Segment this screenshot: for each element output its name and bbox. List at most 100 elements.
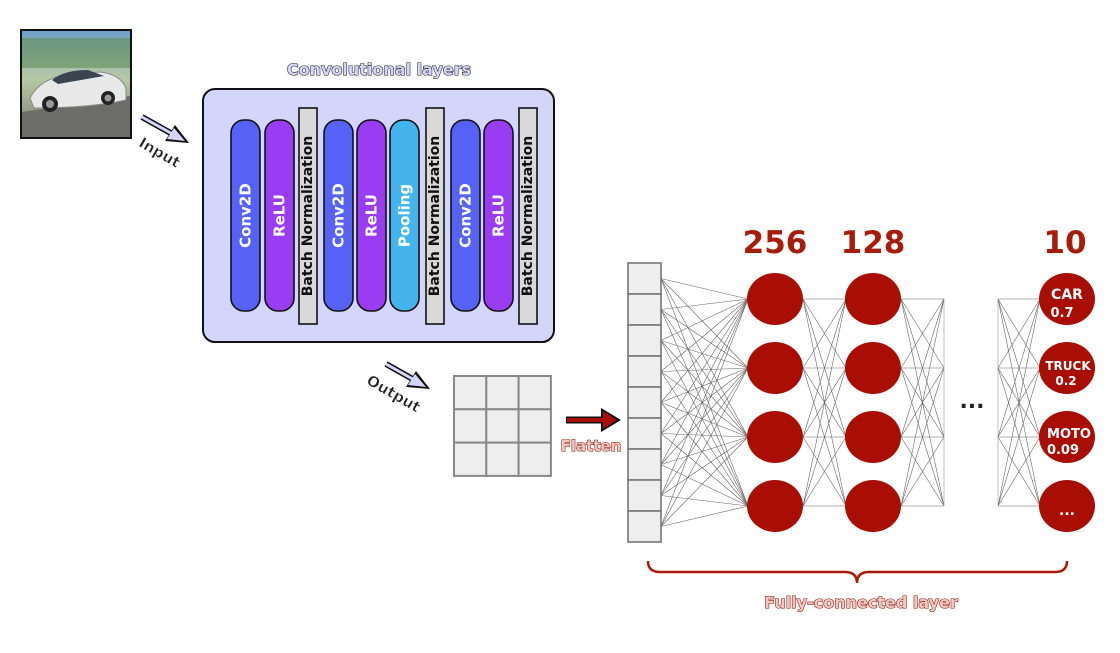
grid-cell — [453, 375, 488, 411]
layer-label: Batch Normalization — [427, 136, 443, 297]
layer-label: Conv2D — [237, 183, 255, 248]
conv-layer-relu: ReLU — [483, 119, 514, 312]
fc-label: Fully-connected layer — [764, 593, 958, 612]
edge — [660, 367, 749, 527]
grid-cell — [517, 441, 552, 477]
conv-layer-pool: Pooling — [389, 119, 420, 312]
layer-block — [356, 119, 387, 312]
layer-label: Batch Normalization — [520, 136, 536, 297]
edge — [997, 298, 1041, 438]
flatten-cell — [627, 293, 662, 326]
layer-label: ReLU — [271, 194, 289, 237]
edge — [660, 309, 749, 369]
edge — [660, 298, 749, 527]
conv-layer-relu: ReLU — [356, 119, 387, 312]
flatten-label: Flatten — [561, 437, 622, 455]
neuron-256 — [747, 342, 803, 394]
conv-layer-conv: Conv2D — [450, 119, 481, 312]
edge — [802, 436, 847, 507]
edge — [900, 298, 945, 438]
edge — [802, 298, 847, 507]
conv-layer-bn: Batch Normalization — [518, 107, 538, 325]
input-arrow — [140, 114, 189, 143]
flatten-vector — [627, 262, 662, 543]
neuron-128 — [845, 342, 901, 394]
edge — [660, 402, 749, 507]
feature-map-grid — [453, 375, 552, 477]
edge — [802, 298, 847, 369]
input-image — [20, 29, 132, 139]
neuron-256 — [747, 480, 803, 532]
edge — [660, 436, 749, 496]
grid-cell — [517, 375, 552, 411]
output-class-more: ... — [1059, 503, 1075, 519]
layer-block — [425, 107, 445, 325]
edge — [660, 433, 749, 438]
edge — [660, 436, 749, 527]
grid-cell — [485, 375, 520, 411]
flatten-cell — [627, 355, 662, 388]
layer-block — [264, 119, 295, 312]
edge — [660, 367, 749, 434]
edge — [660, 309, 749, 438]
fc-neurons — [747, 273, 1095, 532]
grid-cell — [517, 408, 552, 444]
flatten-cell — [627, 448, 662, 481]
edge — [660, 464, 749, 507]
layer-block — [389, 119, 420, 312]
flatten-arrow — [566, 408, 621, 432]
edge — [660, 298, 749, 496]
neuron-128 — [845, 273, 901, 325]
edge — [660, 278, 749, 369]
edge — [660, 433, 749, 507]
layer-block — [298, 107, 318, 325]
conv-layer-bn: Batch Normalization — [425, 107, 445, 325]
edge — [900, 298, 945, 507]
layer-label: Batch Normalization — [300, 136, 316, 297]
class-name: ... — [1059, 503, 1075, 519]
layer-label: Pooling — [396, 184, 414, 247]
edge — [660, 298, 749, 403]
edge — [660, 367, 749, 403]
class-prob: 0.09 — [1047, 443, 1079, 458]
edge — [900, 367, 945, 507]
conv-layer-bn: Batch Normalization — [298, 107, 318, 325]
layers-ellipsis: ... — [959, 389, 984, 414]
edge — [660, 298, 749, 372]
layer-label: Conv2D — [457, 183, 475, 248]
neuron-out — [1039, 342, 1095, 394]
neuron-256 — [747, 273, 803, 325]
edge — [660, 402, 749, 438]
flatten-cell — [627, 479, 662, 512]
layer-block — [518, 107, 538, 325]
edge — [802, 298, 847, 438]
output-class-truck: TRUCK 0.2 — [1045, 359, 1091, 388]
edge — [660, 495, 749, 507]
edge — [660, 371, 749, 507]
class-name: CAR — [1051, 287, 1083, 303]
conv-layer-relu: ReLU — [264, 119, 295, 312]
conv-layer-stack: Conv2D ReLU Batch Normalization Conv2D ReLU P… — [230, 107, 538, 325]
neuron-128 — [845, 480, 901, 532]
edge — [660, 371, 749, 438]
layer-label: ReLU — [363, 194, 381, 237]
flatten-cell — [627, 262, 662, 295]
class-name: TRUCK — [1045, 359, 1091, 373]
neuron-out — [1039, 480, 1095, 532]
edge — [660, 367, 749, 465]
edge — [660, 278, 749, 507]
layer-label: Conv2D — [330, 183, 348, 248]
fc-size-128: 128 — [841, 225, 906, 261]
fc-brace — [646, 560, 1069, 584]
edge — [660, 367, 749, 372]
output-class-moto: MOTO 0.09 — [1047, 427, 1091, 458]
edge — [997, 367, 1041, 507]
flatten-cell — [627, 324, 662, 357]
fc-size-10: 10 — [1043, 225, 1086, 261]
edge — [660, 340, 749, 369]
edge — [660, 436, 749, 465]
edge — [900, 436, 945, 507]
output-class-car: CAR 0.7 — [1050, 287, 1083, 321]
edge — [660, 340, 749, 438]
